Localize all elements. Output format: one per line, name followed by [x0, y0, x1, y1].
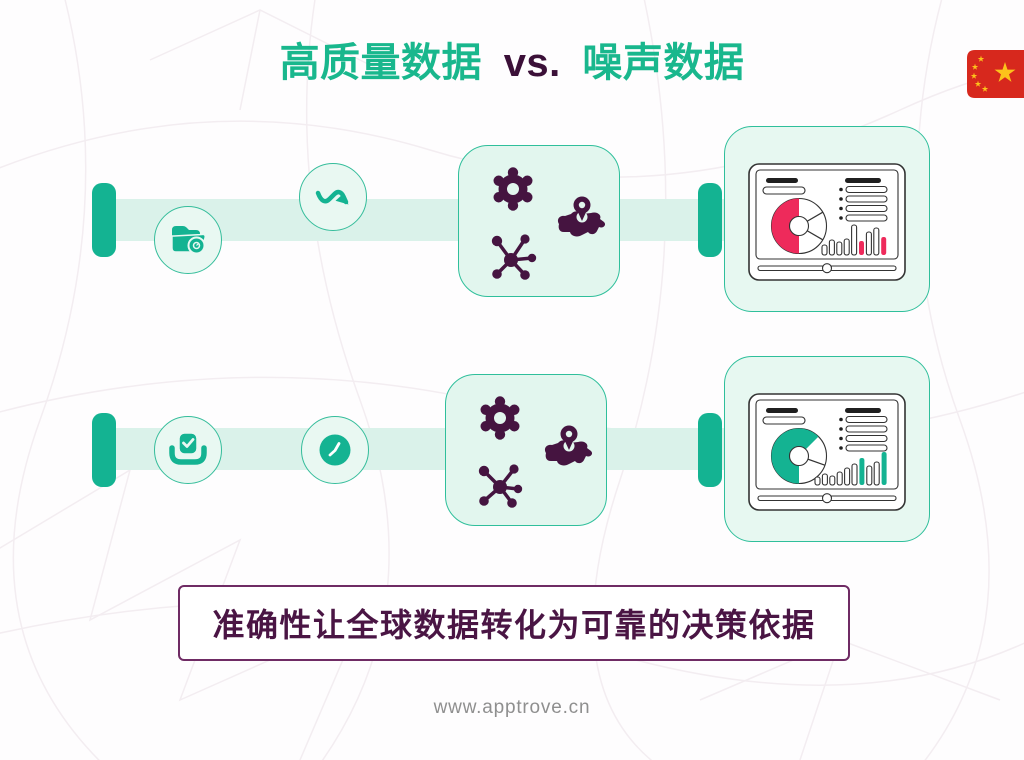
stat-list — [839, 185, 888, 222]
title-right: 噪声数据 — [582, 41, 745, 85]
page-title: 高质量数据 vs. 噪声数据 — [0, 30, 1024, 88]
bar-chart-clean — [814, 452, 887, 486]
trend-zigzag-icon — [299, 163, 367, 231]
flow1-start-node — [92, 183, 116, 257]
website-url: www.apptrove.cn — [433, 697, 591, 718]
flow2-start-node — [92, 413, 116, 487]
dashboard-card-noisy — [724, 126, 930, 312]
slider-handle — [821, 493, 833, 504]
gear-icon — [493, 167, 533, 211]
dashboard-card-clean — [724, 356, 930, 542]
key-message-banner: 准确性让全球数据转化为可靠的决策依据 — [178, 585, 850, 661]
processing-box-2 — [445, 374, 607, 526]
flow1-connector-node — [698, 183, 722, 257]
slider-handle — [821, 263, 833, 274]
stat-list — [839, 415, 888, 452]
key-message-text: 准确性让全球数据转化为可靠的决策依据 — [212, 607, 816, 643]
network-nodes-icon — [478, 464, 523, 508]
map-pin-icon — [544, 425, 593, 466]
processing-box-1 — [458, 145, 620, 297]
network-nodes-icon — [491, 234, 537, 280]
map-pin-icon — [557, 196, 606, 237]
title-vs: vs. — [503, 41, 561, 85]
flow2-connector-node — [698, 413, 722, 487]
inbox-check-icon — [154, 416, 222, 484]
bar-chart-noisy — [821, 224, 887, 256]
gear-icon — [480, 396, 520, 440]
china-flag-icon — [967, 50, 1024, 98]
open-folder-icon — [154, 206, 222, 274]
donut-chart-clean — [770, 427, 828, 485]
clock-icon — [301, 416, 369, 484]
dashboard-tablet — [748, 393, 906, 511]
title-left: 高质量数据 — [279, 41, 483, 85]
dashboard-tablet — [748, 163, 906, 281]
donut-chart-noisy — [770, 197, 828, 255]
